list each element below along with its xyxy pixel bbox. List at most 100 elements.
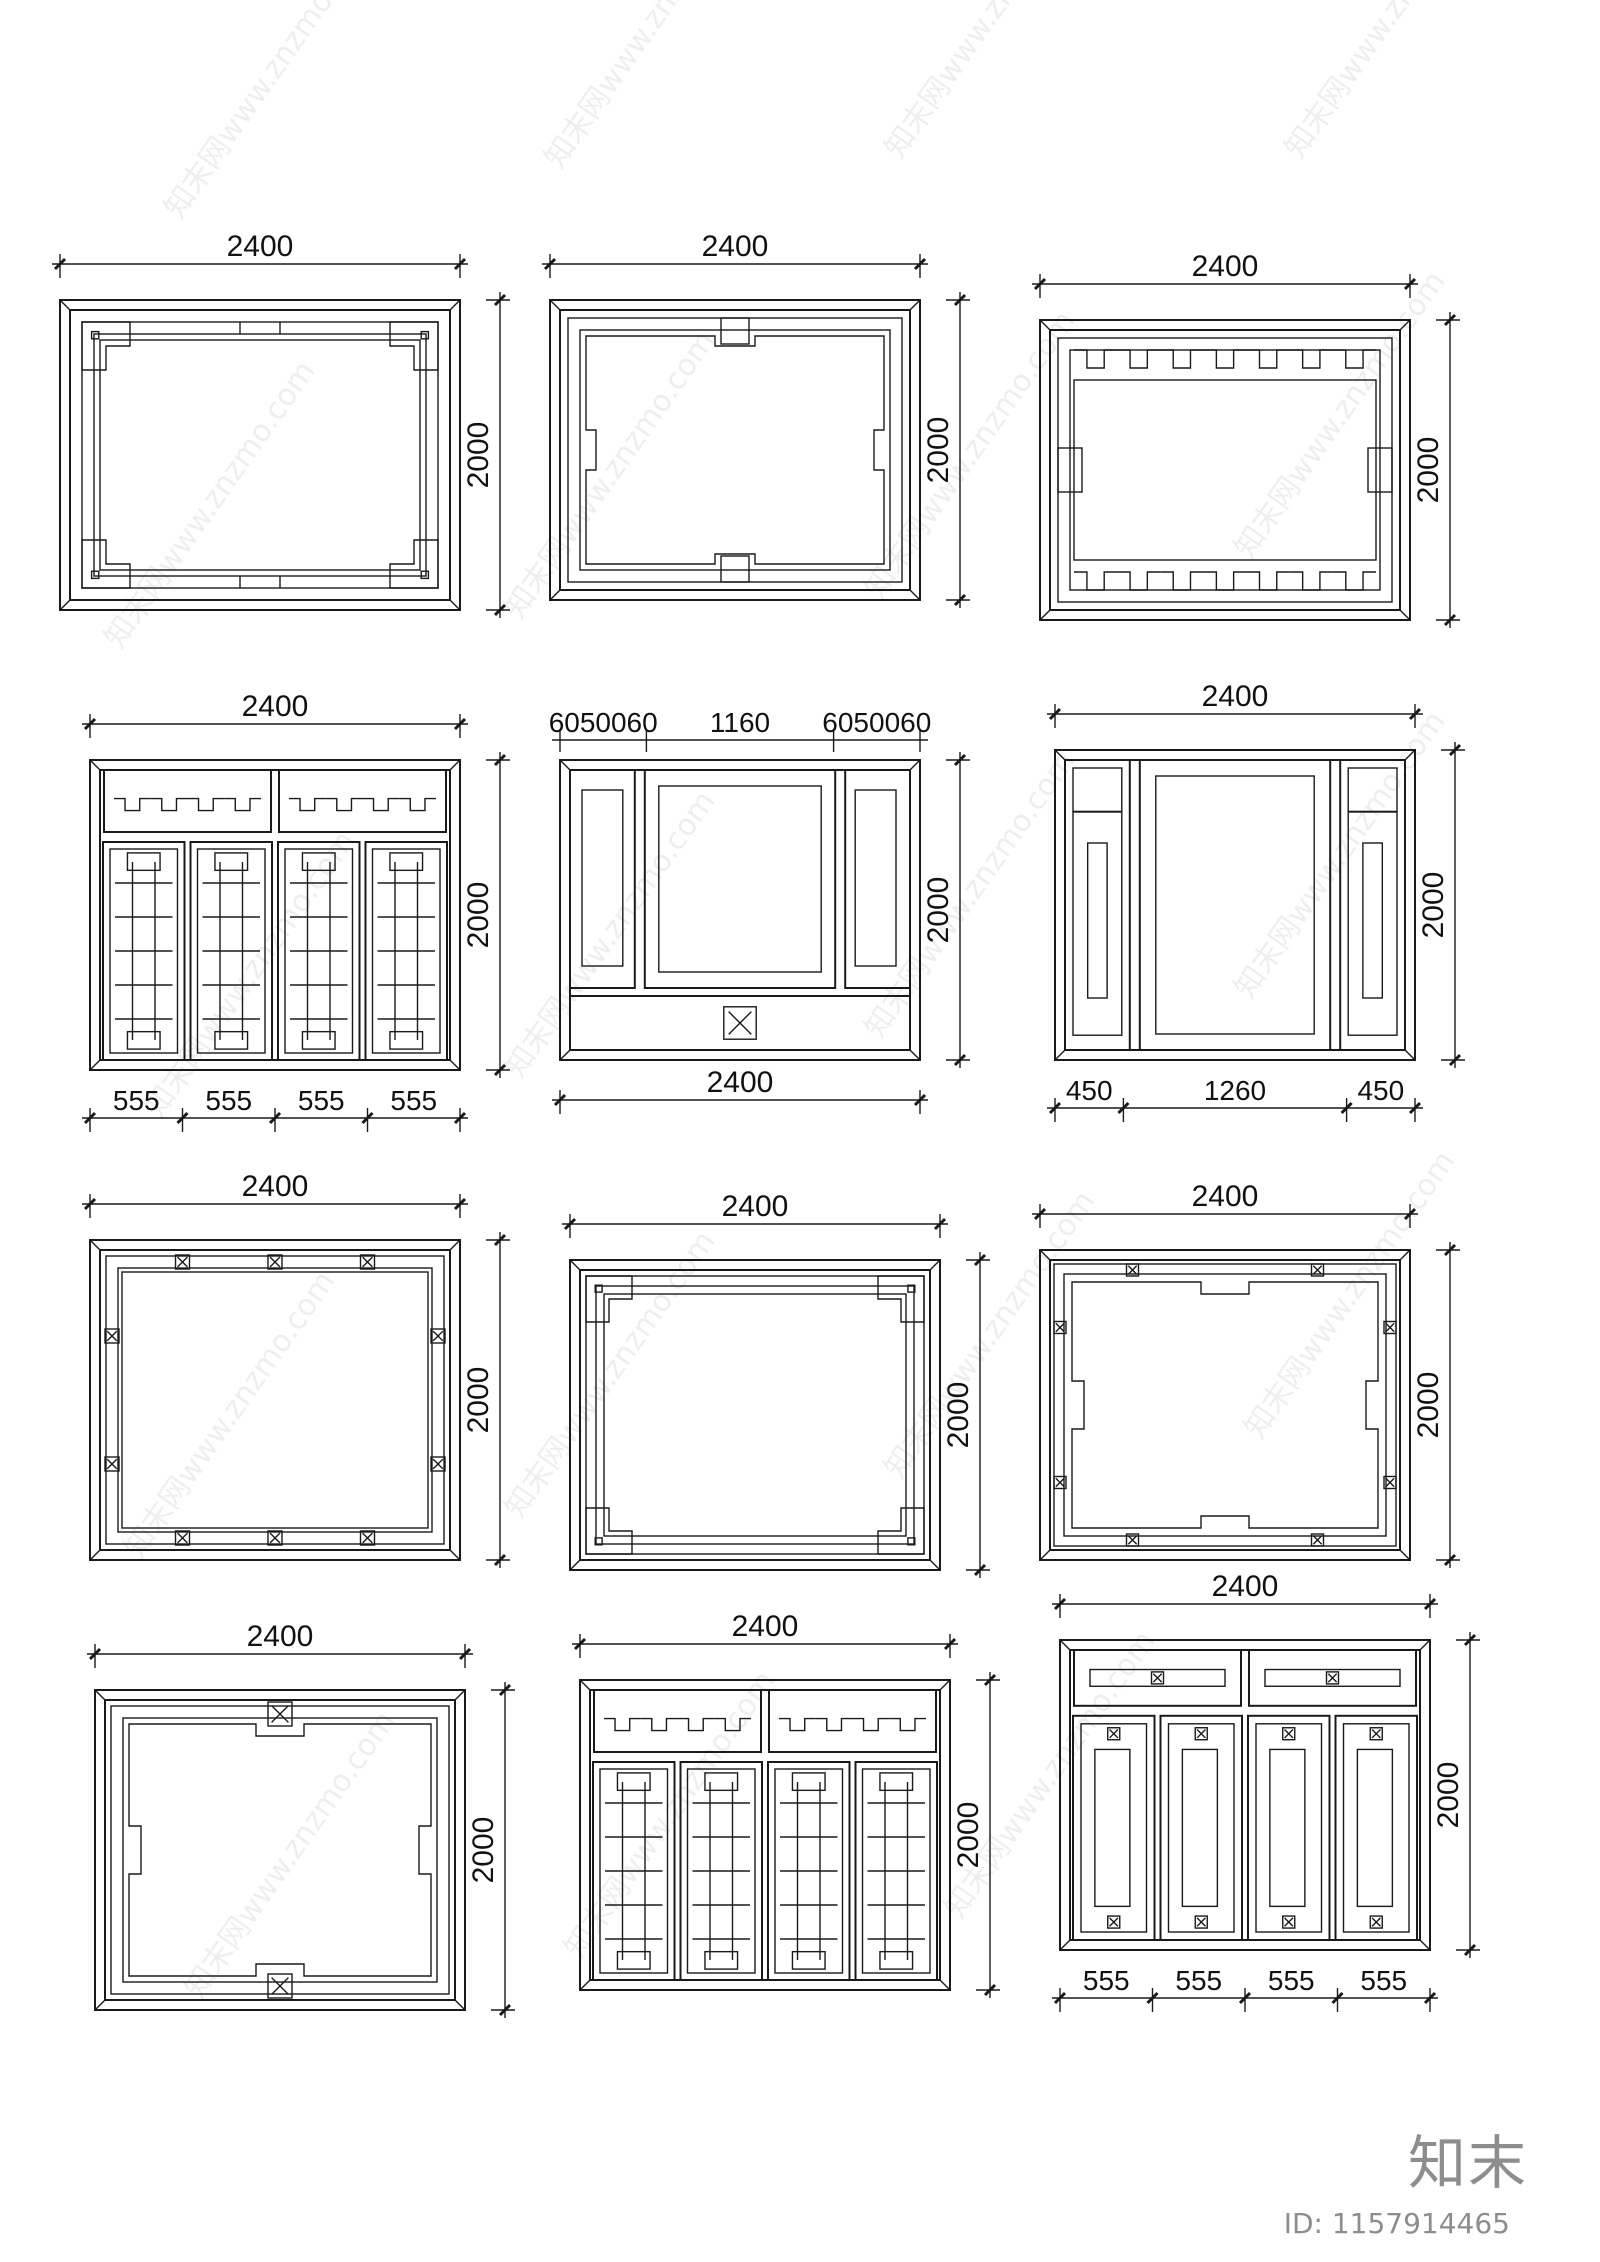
dimension-label: 555 — [1175, 1965, 1222, 1996]
watermark: 知末网www.znzmo.com — [858, 305, 1083, 605]
lattice-knot — [616, 1772, 651, 1792]
knot-square — [1325, 1671, 1340, 1685]
dimension-tick — [953, 593, 967, 607]
lattice-inner — [117, 1267, 433, 1533]
lattice-knot — [791, 1950, 826, 1970]
watermark: 知末网www.znzmo.com — [178, 1705, 403, 2005]
outer-frame — [94, 1689, 466, 2011]
dimension-label: 2000 — [922, 417, 955, 484]
frame-miter — [939, 1679, 951, 1691]
frame-miter — [1054, 1049, 1066, 1061]
frame-miter — [1059, 1939, 1071, 1951]
knot-cross — [1371, 1917, 1381, 1927]
dimension-label: 2400 — [1202, 680, 1269, 713]
knot-square — [1282, 1727, 1296, 1741]
lattice-inner — [595, 1285, 915, 1545]
meander-segment — [1203, 349, 1247, 369]
outer-frame — [59, 299, 461, 611]
watermark: 知末网www.znzmo.com — [158, 0, 383, 225]
knot-square — [267, 1973, 293, 1999]
dimension-label: 555 — [390, 1085, 437, 1116]
dimension-tick — [1443, 313, 1457, 327]
frame-miter — [579, 1979, 591, 1991]
knot-cross — [1055, 1322, 1065, 1333]
dimension-tick — [88, 1647, 102, 1661]
dimension-label: 555 — [1083, 1965, 1130, 1996]
lattice-outer — [81, 321, 439, 589]
outer-frame — [1054, 749, 1416, 1061]
knot-square — [1125, 1533, 1140, 1547]
transom-bar — [1264, 1668, 1401, 1687]
meander-segment — [399, 797, 436, 812]
meander-segment — [714, 1717, 751, 1732]
fret-corner — [585, 1507, 633, 1555]
frame-miter — [929, 1259, 941, 1271]
lattice-knot — [879, 1772, 914, 1792]
transom-panel — [103, 769, 272, 833]
frame-miter — [909, 299, 921, 311]
outer-frame — [1039, 1249, 1411, 1561]
transom-panel — [1248, 1649, 1417, 1707]
dimension-tick — [563, 1217, 577, 1231]
lattice-knot — [879, 1950, 914, 1970]
fret-corner-inner — [420, 570, 430, 580]
side-opening — [581, 789, 624, 967]
dimension-tick — [493, 1063, 507, 1077]
frame-miter — [909, 1049, 921, 1061]
knot-cross — [1127, 1265, 1138, 1275]
opening — [603, 1293, 907, 1537]
door-leaf — [1334, 1714, 1418, 1942]
knot-cross — [269, 1532, 281, 1544]
dimension-label: 2400 — [1212, 1570, 1279, 1603]
knot-square — [1125, 1263, 1140, 1277]
meander-segment — [852, 1717, 890, 1732]
fret-corner — [389, 321, 439, 371]
frame-miter — [89, 1239, 101, 1251]
dimension-tick — [83, 717, 97, 731]
knot-cross — [106, 1330, 118, 1342]
dimension-tick — [953, 1053, 967, 1067]
meander-segment — [289, 797, 326, 812]
frame-miter — [1039, 319, 1051, 331]
dimension-tick — [498, 2003, 512, 2017]
dimension-tick — [83, 1111, 97, 1125]
frame-miter — [1404, 1049, 1416, 1061]
inner-frame — [99, 1249, 451, 1551]
knot-square — [1053, 1475, 1067, 1490]
lattice-inner — [1063, 1273, 1387, 1537]
outer-frame — [579, 1679, 951, 1991]
frame-miter — [449, 759, 461, 771]
dimension-tick — [1463, 1943, 1477, 1957]
dimension-label: 555 — [113, 1085, 160, 1116]
knot-cross — [1284, 1917, 1294, 1927]
knot-square — [174, 1530, 191, 1546]
stepped-opening — [128, 1723, 432, 1977]
outer-frame — [559, 759, 921, 1061]
knot-square — [1369, 1915, 1383, 1929]
knot-square — [359, 1530, 376, 1546]
outer-frame — [549, 299, 921, 601]
inner-frame — [1049, 1259, 1401, 1551]
dimension-label: 2400 — [227, 230, 294, 263]
knot-cross — [1196, 1729, 1206, 1739]
knot-cross — [362, 1256, 373, 1268]
meander-segment — [1332, 571, 1376, 591]
knot-square — [1310, 1263, 1325, 1277]
knot-cross — [177, 1532, 188, 1544]
knot-square — [1194, 1727, 1208, 1741]
knot-cross — [1385, 1322, 1395, 1333]
dimension-tick — [1048, 707, 1062, 721]
dimension-label: 2000 — [1432, 1762, 1465, 1829]
knot-square — [174, 1254, 191, 1270]
door-leaf-inner — [196, 848, 266, 1054]
frame-miter — [549, 589, 561, 601]
dimension-label: 555 — [298, 1085, 345, 1116]
dimension-tick — [268, 1111, 282, 1125]
dimension-tick — [493, 1233, 507, 1247]
dimension-tick — [943, 1637, 957, 1651]
dimension-tick — [458, 1647, 472, 1661]
meander-segment — [362, 797, 400, 812]
frame-miter — [1399, 1549, 1411, 1561]
dimension-tick — [913, 257, 927, 271]
frame-miter — [454, 1689, 466, 1701]
